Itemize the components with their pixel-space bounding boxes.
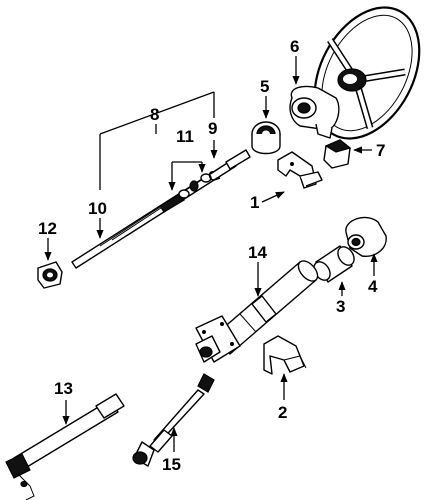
bracket-part-2 (263, 335, 307, 375)
callout-3: 3 (336, 297, 345, 316)
callout-6: 6 (290, 37, 299, 56)
callout-9: 9 (208, 119, 217, 138)
callout-1: 1 (250, 193, 259, 212)
callout-10: 10 (88, 199, 107, 218)
switch-block-part-7 (323, 139, 352, 169)
bracket-part-1 (277, 151, 323, 189)
steering-wheel (313, 6, 421, 140)
spring-washer-part-11 (178, 173, 212, 199)
callout-15: 15 (162, 455, 181, 474)
callout-12: 12 (38, 219, 57, 238)
callout-14: 14 (248, 243, 267, 262)
bearing-part-5 (251, 121, 281, 155)
coupler-part-12 (37, 261, 63, 289)
housing-cap-part-4 (345, 216, 387, 257)
callout-5: 5 (260, 77, 269, 96)
callout-4: 4 (368, 277, 378, 296)
callout-2: 2 (278, 403, 287, 422)
callout-8: 8 (150, 105, 159, 124)
intermediate-shaft-part-15 (132, 373, 215, 467)
callout-13: 13 (54, 379, 73, 398)
column-tube-part-14 (195, 260, 319, 363)
column-assembly-part-13 (5, 393, 125, 500)
leader-lines (44, 56, 378, 452)
callout-7: 7 (376, 141, 385, 160)
callout-11: 11 (176, 127, 194, 146)
lock-housing-part-6 (289, 85, 340, 139)
